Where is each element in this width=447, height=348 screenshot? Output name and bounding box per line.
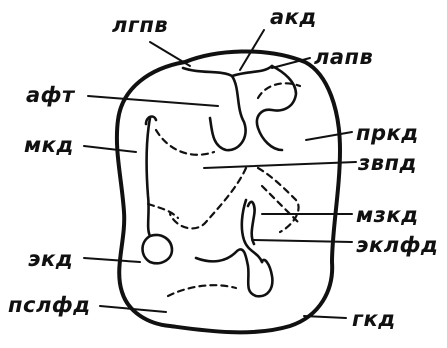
label-ekd: экд: [28, 247, 73, 271]
label-mzkd: мзкд: [356, 203, 419, 227]
label-eklfd: эклфд: [356, 233, 438, 257]
label-aft: афт: [26, 83, 76, 107]
label-mkd: мкд: [24, 133, 74, 157]
label-zvpd: звпд: [357, 151, 417, 175]
label-prkd: пркд: [356, 121, 419, 145]
label-pslfd: пслфд: [8, 293, 91, 317]
label-lapv: лапв: [314, 45, 373, 69]
label-lgpv: лгпв: [112, 13, 168, 37]
label-gkd: гкд: [352, 307, 396, 331]
label-akd: акд: [270, 5, 317, 29]
